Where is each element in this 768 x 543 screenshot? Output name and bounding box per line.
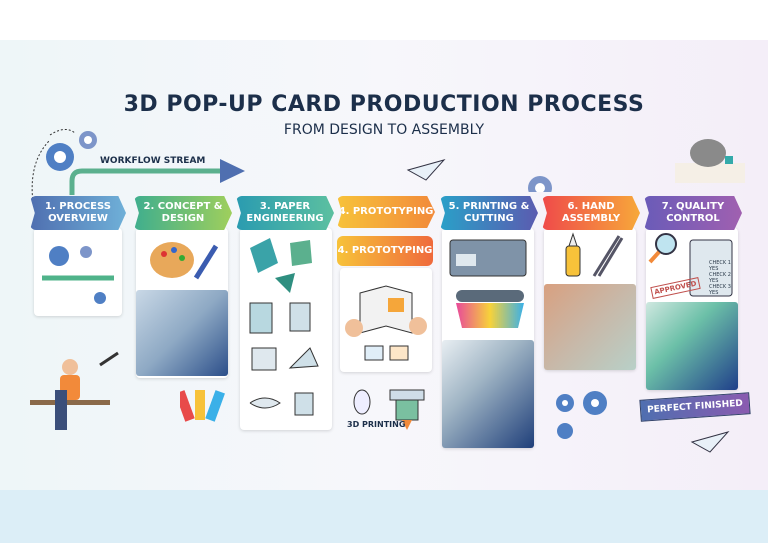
workflow-stream-label: WORKFLOW STREAM [100,156,206,166]
step-2-panel [136,228,228,378]
inspection-photo [646,302,738,390]
step-6-header[interactable]: 6. HAND ASSEMBLY [542,196,640,230]
paper-plane-icon-2 [690,431,730,453]
3d-printer-icon [353,389,425,430]
workflow-arrow-icon [31,129,245,205]
gear-icon [528,176,552,192]
printing-photo [442,340,534,448]
glue-tweezers-icon [565,232,624,277]
step-4-subheader[interactable]: 4. PROTOTYPING [337,236,433,266]
magnifier-clipboard-icon [648,233,733,297]
gears-cluster-icon [556,391,607,439]
paper-plane-icon [406,159,446,181]
step-4-panel [340,268,432,372]
paper-folds-icon [249,238,319,416]
step-3-header[interactable]: 3. PAPER ENGINEERING [236,196,334,230]
prototype-hands-icon [345,285,427,361]
page-title: 3D POP-UP CARD PRODUCTION PROCESS [123,92,645,117]
palette-icon [150,242,219,280]
step-4-header[interactable]: 4. PROTOTYPING [337,196,435,228]
bottom-band [0,490,768,543]
process-gears-icon [42,246,114,304]
step-7-panel: CHECK 1: YES CHECK 2: YES CHECK 3: YES A… [646,228,738,390]
check-1: CHECK 1: YES [709,260,733,272]
printing-press-icon [449,239,527,328]
check-2: CHECK 2: YES [709,272,733,284]
swatches-icon [180,390,225,422]
step-5-panel [442,228,534,448]
page-subtitle: FROM DESIGN TO ASSEMBLY [283,122,485,138]
designer-desk-illustration [30,351,119,430]
popup-elephant-card-icon [675,139,745,183]
step-2-header[interactable]: 2. CONCEPT & DESIGN [134,196,232,230]
step-7-header[interactable]: 7. QUALITY CONTROL [644,196,742,230]
designer-photo [136,290,228,376]
step-3-panel [240,228,332,430]
3d-printing-label: 3D PRINTING [347,420,406,429]
step-5-header[interactable]: 5. PRINTING & CUTTING [440,196,538,230]
step-1-header[interactable]: 1. PROCESS OVERVIEW [30,196,126,230]
assembly-photo [544,284,636,370]
step-6-panel [544,228,636,370]
step-1-panel [34,228,122,316]
check-3: CHECK 3: YES [709,284,733,296]
